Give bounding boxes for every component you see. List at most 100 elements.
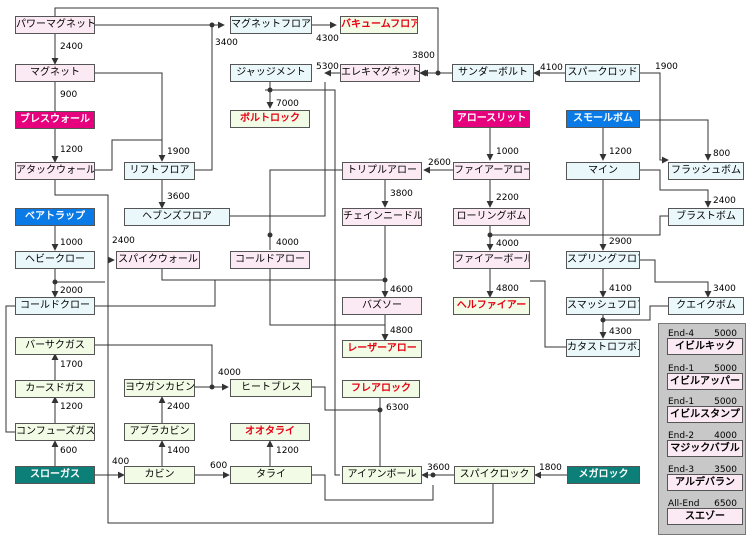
node-thunderbolt[interactable]: サンダーボルト: [452, 64, 534, 82]
node-smash-floor[interactable]: スマッシュフロア: [566, 297, 640, 315]
cost-label: 2900: [609, 237, 632, 247]
cost-label: 3600: [167, 192, 190, 202]
ending-monster[interactable]: イビルスタンプ: [667, 406, 743, 423]
node-buzzsaw[interactable]: バズソー: [342, 297, 422, 315]
ending-monster[interactable]: スエゾー: [667, 508, 743, 525]
node-heavy-claw[interactable]: ヘビークロー: [15, 251, 95, 269]
cost-label: 1200: [60, 145, 83, 155]
node-elekimagnet[interactable]: エレキマグネット: [340, 64, 420, 82]
node-slow-gas[interactable]: スローガス: [15, 466, 95, 484]
cost-label: 4000: [276, 238, 299, 248]
node-spike-wall[interactable]: スパイクウォール: [116, 251, 200, 269]
node-laser-arrow[interactable]: レーザーアロー: [342, 340, 422, 358]
node-catastrophe-bomb[interactable]: カタストロフボム: [566, 339, 640, 357]
cost-label: 7000: [276, 99, 299, 109]
cost-label: 1700: [60, 360, 83, 370]
cost-label: 5300: [316, 62, 339, 72]
node-lift-floor[interactable]: リフトフロア: [124, 162, 195, 180]
cost-label: 1200: [609, 147, 632, 157]
node-flare-rock[interactable]: フレアロック: [342, 380, 420, 398]
cost-label: 1400: [167, 446, 190, 456]
cost-label: 2000: [60, 286, 83, 296]
node-magnet-floor[interactable]: マグネットフロア: [230, 16, 312, 34]
node-abura-kabin[interactable]: アブラカビン: [124, 423, 195, 441]
cost-label: 2400: [112, 236, 135, 246]
node-blast-bomb[interactable]: ブラストボム: [668, 208, 744, 226]
cost-label: 1200: [276, 446, 299, 456]
ending-label: End-3: [668, 465, 695, 475]
node-fire-arrow[interactable]: ファイアーアロー: [453, 162, 530, 180]
node-bolt-rock[interactable]: ボルトロック: [230, 110, 310, 128]
ending-cost: 4000: [714, 431, 737, 441]
node-rolling-bomb[interactable]: ローリングボム: [453, 208, 530, 226]
node-flash-bomb[interactable]: フラッシュボム: [668, 162, 744, 180]
node-yougan-kabin[interactable]: ヨウガンカビン: [124, 379, 195, 397]
node-quake-bomb[interactable]: クエイクボム: [668, 297, 744, 315]
cost-label: 800: [713, 149, 731, 159]
cost-label: 900: [60, 90, 78, 100]
cost-label: 2200: [496, 193, 519, 203]
cost-label: 3600: [427, 463, 450, 473]
node-cold-claw[interactable]: コールドクロー: [15, 297, 95, 315]
node-breath-wall[interactable]: ブレスウォール: [15, 111, 95, 129]
node-bear-trap[interactable]: ベアトラップ: [15, 208, 95, 226]
node-ootarai[interactable]: オオタライ: [230, 423, 310, 441]
cost-label: 4300: [609, 327, 632, 337]
ending-label: End-1: [668, 364, 695, 374]
ending-monster[interactable]: イビルキック: [667, 338, 743, 355]
ending-panel: End-4 5000 イビルキック End-1 5000 イビルアッパー End…: [658, 323, 746, 535]
ending-monster[interactable]: アルデバラン: [667, 474, 743, 491]
cost-label: 4800: [390, 326, 413, 336]
node-mega-rock[interactable]: メガロック: [567, 466, 640, 484]
cost-label: 4800: [496, 284, 519, 294]
cost-label: 1900: [167, 147, 190, 157]
node-power-magnet[interactable]: パワーマグネット: [15, 16, 95, 34]
node-triple-arrow[interactable]: トリプルアロー: [342, 162, 422, 180]
node-fire-ball[interactable]: ファイアーボール: [453, 251, 530, 269]
node-chain-needle[interactable]: チェインニードル: [342, 208, 422, 226]
cost-label: 2400: [167, 402, 190, 412]
node-attack-wall[interactable]: アタックウォール: [15, 162, 95, 180]
node-spring-floor[interactable]: スプリングフロア: [566, 251, 640, 269]
ending-label: End-1: [668, 397, 695, 407]
ending-cost: 6500: [714, 499, 737, 509]
cost-label: 4100: [609, 284, 632, 294]
ending-cost: 3500: [714, 465, 737, 475]
node-heat-breath[interactable]: ヒートブレス: [230, 379, 312, 397]
node-sparkrod[interactable]: スパークロッド: [565, 64, 640, 82]
node-confuse-gas[interactable]: コンフューズガス: [15, 423, 95, 441]
node-iron-ball[interactable]: アイアンボール: [342, 466, 422, 484]
cost-label: 3400: [713, 284, 736, 294]
node-mine[interactable]: マイン: [566, 162, 640, 180]
ending-cost: 5000: [714, 397, 737, 407]
cost-label: 4000: [218, 368, 241, 378]
ending-label: All-End: [668, 499, 700, 509]
node-cold-arrow[interactable]: コールドアロー: [230, 251, 310, 269]
cost-label: 1200: [60, 402, 83, 412]
cost-label: 4300: [316, 34, 339, 44]
ending-label: End-2: [668, 431, 695, 441]
cost-label: 1000: [496, 147, 519, 157]
node-small-bomb[interactable]: スモールボム: [566, 110, 640, 128]
node-curse-gas[interactable]: カースドガス: [15, 380, 95, 398]
node-tarai[interactable]: タライ: [230, 466, 312, 484]
node-berserk-gas[interactable]: バーサクガス: [15, 337, 95, 355]
node-magnet[interactable]: マグネット: [15, 64, 95, 82]
ending-label: End-4: [668, 329, 695, 339]
cost-label: 400: [112, 457, 130, 467]
cost-label: 1800: [539, 463, 562, 473]
node-heavens-floor[interactable]: ヘブンズフロア: [124, 208, 230, 226]
node-arrow-slit[interactable]: アロースリット: [453, 110, 530, 128]
cost-label: 2600: [428, 158, 451, 168]
node-spike-rock[interactable]: スパイクロック: [454, 466, 535, 484]
node-vacuum-floor[interactable]: バキュームフロア: [340, 16, 418, 34]
cost-label: 4100: [540, 63, 563, 73]
ending-monster[interactable]: マジックバブル: [667, 440, 743, 457]
node-judgement[interactable]: ジャッジメント: [230, 64, 312, 82]
node-hell-fire[interactable]: ヘルファイアー: [453, 297, 530, 315]
ending-monster[interactable]: イビルアッパー: [667, 373, 743, 390]
cost-label: 6300: [386, 403, 409, 413]
cost-label: 2400: [713, 196, 736, 206]
node-kabin[interactable]: カビン: [124, 466, 195, 484]
